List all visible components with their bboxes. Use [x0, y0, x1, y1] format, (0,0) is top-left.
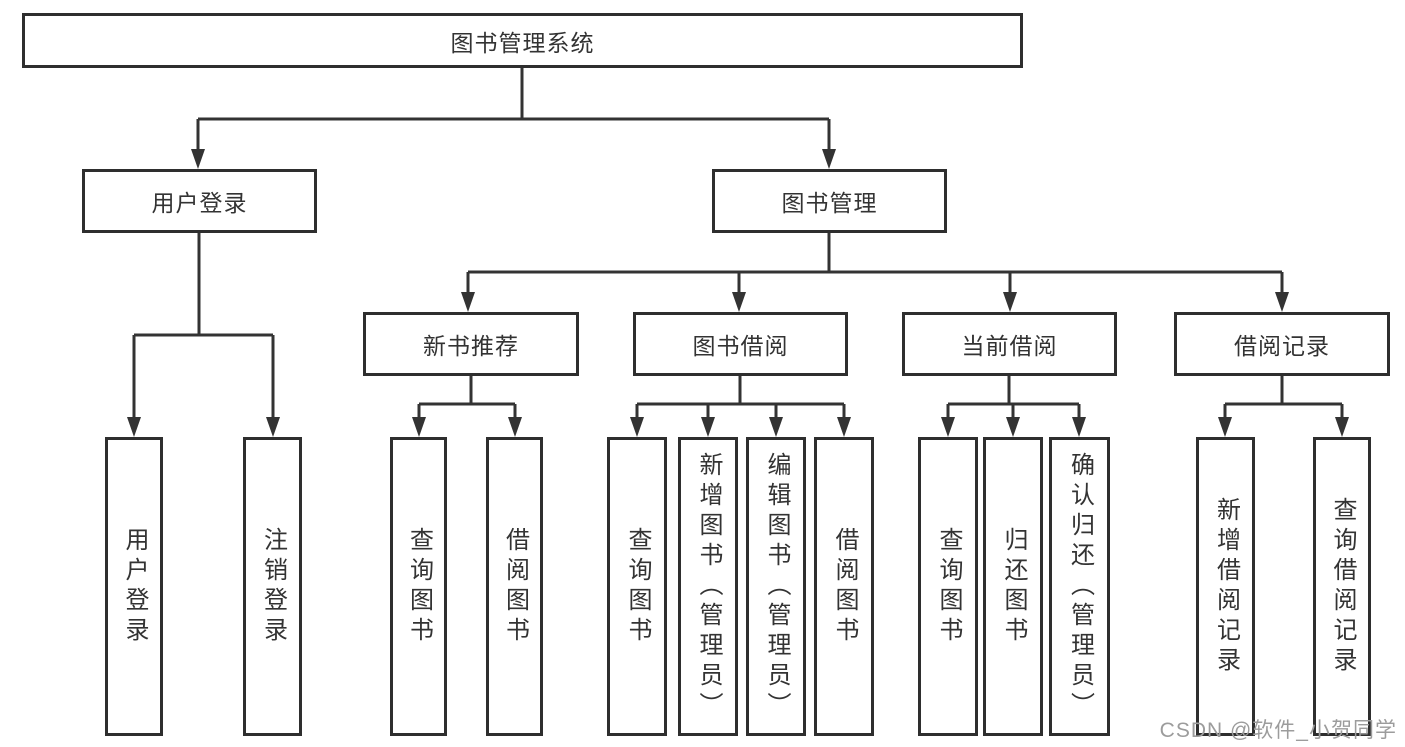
node-borrow-record-label: 借阅记录 — [1234, 333, 1330, 359]
node-book-management-label: 图书管理 — [781, 190, 878, 216]
arrow-icon — [461, 292, 475, 312]
arrow-icon — [127, 417, 141, 437]
arrow-icon — [769, 417, 783, 437]
node-current-borrow: 当前借阅 — [902, 312, 1117, 376]
connector-new-book — [417, 376, 517, 420]
watermark: CSDN @软件_小贺同学 — [1159, 719, 1397, 742]
leaf-borrow-book-recommend: 借阅图书 — [486, 437, 543, 736]
leaf-add-book-admin: 新增图书（管理员） — [678, 437, 738, 736]
leaf-confirm-return-admin: 确认归还（管理员） — [1049, 437, 1110, 736]
arrow-icon — [1006, 417, 1020, 437]
leaf-query-borrow-record: 查询借阅记录 — [1313, 437, 1371, 736]
leaf-add-borrow-record: 新增借阅记录 — [1196, 437, 1255, 736]
node-user-login: 用户登录 — [82, 169, 317, 233]
arrow-icon — [1275, 292, 1289, 312]
arrow-icon — [732, 292, 746, 312]
leaf-query-book-current-label: 查询图书 — [935, 526, 962, 647]
node-current-borrow-label: 当前借阅 — [961, 333, 1058, 359]
leaf-query-book-borrow-label: 查询图书 — [624, 526, 651, 647]
arrow-icon — [266, 417, 280, 437]
connector-current-borrow — [946, 376, 1081, 420]
node-root: 图书管理系统 — [22, 13, 1023, 68]
node-root-label: 图书管理系统 — [450, 29, 595, 56]
arrow-icon — [822, 149, 836, 169]
node-borrow-record: 借阅记录 — [1174, 312, 1390, 376]
leaf-edit-book-admin-label: 编辑图书（管理员） — [763, 451, 790, 722]
leaf-query-book-current: 查询图书 — [918, 437, 978, 736]
leaf-user-login-label: 用户登录 — [121, 526, 148, 647]
node-book-borrow-label: 图书借阅 — [692, 333, 789, 359]
arrow-icon — [1335, 417, 1349, 437]
arrow-icon — [1218, 417, 1232, 437]
arrow-icon — [941, 417, 955, 437]
node-new-book-recommend-label: 新书推荐 — [423, 333, 519, 359]
leaf-borrow-book-label: 借阅图书 — [831, 526, 858, 647]
connector-root — [196, 68, 831, 152]
arrow-icon — [508, 417, 522, 437]
connector-borrow-record — [1223, 376, 1344, 420]
leaf-logout-label: 注销登录 — [259, 526, 287, 647]
leaf-logout: 注销登录 — [243, 437, 302, 736]
leaf-query-book-recommend-label: 查询图书 — [405, 526, 433, 647]
leaf-edit-book-admin: 编辑图书（管理员） — [746, 437, 806, 736]
leaf-add-book-admin-label: 新增图书（管理员） — [695, 451, 722, 722]
leaf-query-book-recommend: 查询图书 — [390, 437, 447, 736]
arrow-icon — [630, 417, 644, 437]
connector-book-borrow — [635, 376, 846, 420]
leaf-user-login: 用户登录 — [105, 437, 163, 736]
leaf-return-book: 归还图书 — [983, 437, 1043, 736]
node-new-book-recommend: 新书推荐 — [363, 312, 579, 376]
arrow-icon — [412, 417, 426, 437]
leaf-query-borrow-record-label: 查询借阅记录 — [1329, 496, 1356, 677]
leaf-query-book-borrow: 查询图书 — [607, 437, 667, 736]
arrow-icon — [701, 417, 715, 437]
connector-book-mgmt — [466, 233, 1284, 296]
node-book-borrow: 图书借阅 — [633, 312, 848, 376]
node-book-management: 图书管理 — [712, 169, 947, 233]
arrow-icon — [1003, 292, 1017, 312]
leaf-borrow-book: 借阅图书 — [814, 437, 874, 736]
arrow-icon — [191, 149, 205, 169]
leaf-confirm-return-admin-label: 确认归还（管理员） — [1066, 451, 1094, 722]
node-user-login-label: 用户登录 — [151, 190, 248, 216]
arrow-icon — [1072, 417, 1086, 437]
leaf-return-book-label: 归还图书 — [1000, 526, 1027, 647]
arrow-icon — [837, 417, 851, 437]
leaf-add-borrow-record-label: 新增借阅记录 — [1212, 496, 1240, 677]
connector-user-login — [132, 233, 275, 420]
leaf-borrow-book-recommend-label: 借阅图书 — [501, 526, 529, 647]
